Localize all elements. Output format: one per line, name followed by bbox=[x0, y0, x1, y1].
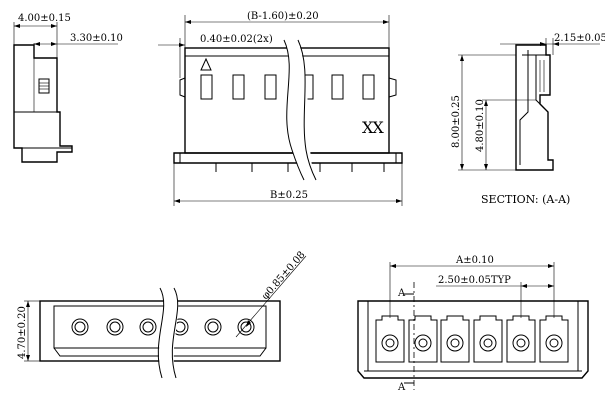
dim-bottom-height: 4.70±0.20 bbox=[17, 306, 28, 359]
front-slots bbox=[200, 74, 375, 100]
terminal-cavities bbox=[375, 315, 569, 363]
dim-section-top: 2.15±0.05 bbox=[554, 33, 605, 44]
front-view: XX (B-1.60)±0.20 0.40±0.02(2x) B±0.25 bbox=[158, 11, 403, 206]
dim-hole-diameter: φ0.85±0.08 bbox=[260, 250, 308, 302]
dim-slot-width: 0.40±0.02(2x) bbox=[200, 34, 273, 45]
front-pins bbox=[215, 163, 385, 172]
bottom-view: 4.70±0.20 φ0.85±0.08 bbox=[17, 250, 308, 379]
side-view: 4.00±0.15 3.30±0.10 bbox=[13, 13, 123, 163]
dim-base-width: B±0.25 bbox=[270, 190, 308, 201]
dim-front-width: A±0.10 bbox=[455, 255, 494, 266]
section-marker-top: A bbox=[397, 288, 406, 299]
dim-section-height: 8.00±0.25 bbox=[451, 95, 462, 148]
front-face-view: A A A±0.10 2.50±0.05TYP bbox=[357, 255, 589, 393]
dim-side-width: 4.00±0.15 bbox=[18, 13, 71, 24]
pin1-triangle-icon bbox=[200, 57, 212, 71]
dim-pitch: 2.50±0.05TYP bbox=[438, 275, 511, 286]
dim-section-inner-height: 4.80±0.10 bbox=[475, 99, 486, 152]
section-caption: SECTION: (A-A) bbox=[481, 193, 570, 206]
section-marker-bottom: A bbox=[397, 382, 406, 393]
dim-top-width: (B-1.60)±0.20 bbox=[247, 11, 319, 22]
section-view: 2.15±0.05 8.00±0.25 4.80±0.10 SECTION: (… bbox=[451, 33, 605, 206]
dim-side-inner: 3.30±0.10 bbox=[70, 33, 123, 44]
mark-xx: XX bbox=[362, 118, 384, 137]
